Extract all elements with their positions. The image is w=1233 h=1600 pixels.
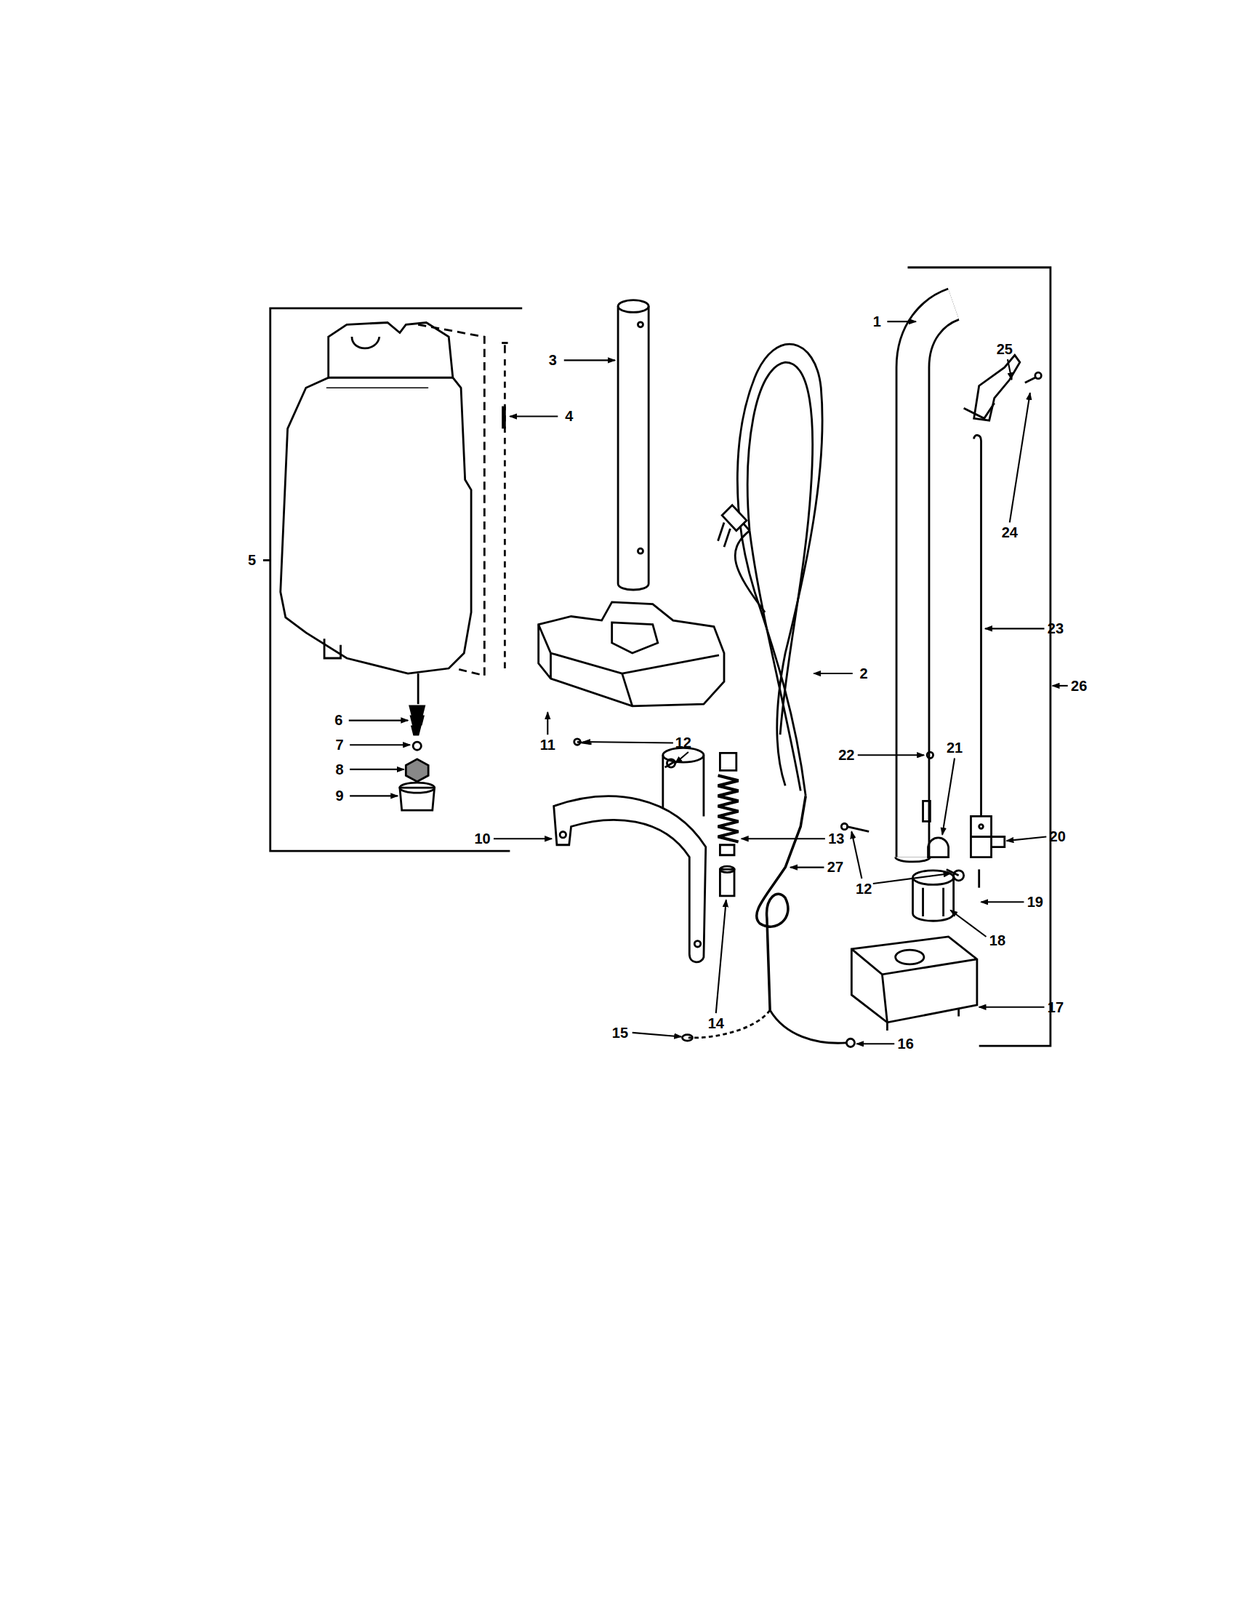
callout-number: 3 [548,352,557,368]
callout-number: 12 [855,881,872,896]
callout-number: 16 [897,1035,914,1051]
callout-number: 4 [564,408,573,424]
callout-number: 9 [335,788,344,803]
callout-number: 21 [946,740,963,755]
callout-number: 14 [708,1015,725,1031]
callout-number: 11 [540,737,556,752]
callout-number: 15 [612,1025,629,1040]
callout-number: 26 [1070,678,1087,693]
callout-number: 13 [828,830,845,846]
callout-number: 10 [474,830,491,846]
callout-number: 24 [1001,524,1018,540]
callout-number: 12 [675,735,692,750]
callout-number: 23 [1047,620,1064,636]
callout-number: 20 [1049,828,1066,844]
callout-number: 19 [1027,894,1044,909]
callout-number: 25 [996,341,1013,357]
callout-number: 7 [335,737,344,752]
callout-number: 8 [335,761,344,777]
callout-number: 1 [873,314,882,329]
callout-number: 18 [989,932,1006,948]
callout-number: 2 [860,665,869,681]
callout-number: 17 [1047,999,1064,1015]
callout-number: 27 [827,859,844,874]
callout-number: 5 [247,552,256,568]
callout-number: 22 [838,747,855,762]
callout-number: 6 [334,712,343,728]
